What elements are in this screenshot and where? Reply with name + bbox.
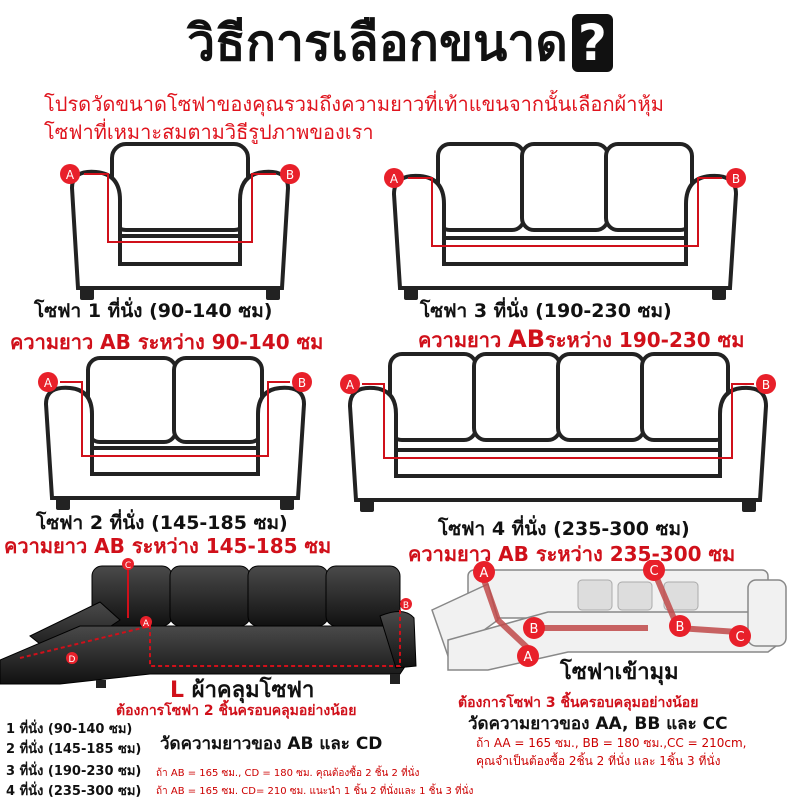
marker-d: D xyxy=(69,655,76,665)
size-list-item: 3 ที่นั่ง (190-230 ซม) xyxy=(6,764,142,779)
sofa-3-caption: โซฟา 3 ที่นั่ง (190-230 ซม) xyxy=(420,300,672,322)
marker-b: B xyxy=(762,378,770,392)
sofa-1-range: ความยาว AB ระหว่าง 90-140 ซม xyxy=(10,330,324,354)
intro-line-2: โซฟาที่เหมาะสมตามวิธีรูปภาพของเรา xyxy=(44,120,374,144)
page-title: วิธีการเลือกขนาด? xyxy=(0,4,800,83)
sofa-2-range: ความยาว AB ระหว่าง 145-185 ซม xyxy=(4,534,332,558)
marker-c: C xyxy=(125,561,131,571)
marker-a: A xyxy=(44,376,53,390)
note-l-2: ถ้า AB = 165 ซม. CD= 210 ซม. แนะนำ 1 ชิ้… xyxy=(156,786,474,797)
l-shape-need: ต้องการโซฟา 2 ชิ้นครอบคลุมอย่างน้อย xyxy=(116,703,357,719)
marker-b: B xyxy=(403,601,409,611)
measure-corner: วัดความยาวของ AA, BB และ CC xyxy=(468,714,728,734)
question-mark: ? xyxy=(571,14,613,72)
size-list-item: 2 ที่นั่ง (145-185 ซม) xyxy=(6,742,142,757)
measure-l: วัดความยาวของ AB และ CD xyxy=(160,734,383,754)
corner-need: ต้องการโซฟา 3 ชิ้นครอบคลุมอย่างน้อย xyxy=(458,695,699,711)
l-shape-sofa-illustration: C A B D xyxy=(0,558,417,688)
sofa-2-caption: โซฟา 2 ที่นั่ง (145-185 ซม) xyxy=(36,512,288,534)
corner-sofa-illustration: A B A C B C xyxy=(431,560,787,671)
marker-c: C xyxy=(649,564,658,579)
marker-a: A xyxy=(524,650,533,665)
title-text: วิธีการเลือกขนาด xyxy=(187,14,568,72)
marker-b: B xyxy=(286,168,294,182)
size-list-item: 4 ที่นั่ง (235-300 ซม) xyxy=(6,784,142,799)
marker-a: A xyxy=(143,619,150,629)
marker-a: A xyxy=(480,566,489,581)
marker-b: B xyxy=(732,172,740,186)
marker-a: A xyxy=(346,378,355,392)
marker-a: A xyxy=(390,172,399,186)
note-corner-1: ถ้า AA = 165 ซม., BB = 180 ซม.,CC = 210c… xyxy=(476,736,747,750)
corner-caption: โซฟาเข้ามุม xyxy=(560,660,679,685)
sofa-4-range: ความยาว AB ระหว่าง 235-300 ซม xyxy=(408,542,736,566)
marker-b: B xyxy=(676,620,685,635)
marker-b: B xyxy=(298,376,306,390)
marker-a: A xyxy=(66,168,75,182)
l-shape-caption: L ผ้าคลุมโซฟา xyxy=(170,678,315,703)
marker-c: C xyxy=(735,630,744,645)
note-corner-2: คุณจำเป็นต้องซื้อ 2ชิ้น 2 ที่นั่ง และ 1ช… xyxy=(476,754,721,768)
note-l-1: ถ้า AB = 165 ซม., CD = 180 ซม. คุณต้องซื… xyxy=(156,768,420,779)
sofa-1-caption: โซฟา 1 ที่นั่ง (90-140 ซม) xyxy=(34,300,273,322)
size-list-item: 1 ที่นั่ง (90-140 ซม) xyxy=(6,722,133,737)
sofa-3-range: ความยาว ABระหว่าง 190-230 ซม xyxy=(418,325,745,353)
sofa-1-seat-illustration: A B xyxy=(60,142,300,300)
intro-line-1: โปรดวัดขนาดโซฟาของคุณรวมถึงความยาวที่เท้… xyxy=(44,92,664,116)
sofa-2-seat-illustration: A B xyxy=(38,356,312,510)
sofa-3-seat-illustration: A B xyxy=(384,142,746,300)
sofa-4-caption: โซฟา 4 ที่นั่ง (235-300 ซม) xyxy=(438,518,690,540)
sofa-4-seat-illustration: A B xyxy=(340,352,776,512)
marker-b: B xyxy=(530,622,539,637)
